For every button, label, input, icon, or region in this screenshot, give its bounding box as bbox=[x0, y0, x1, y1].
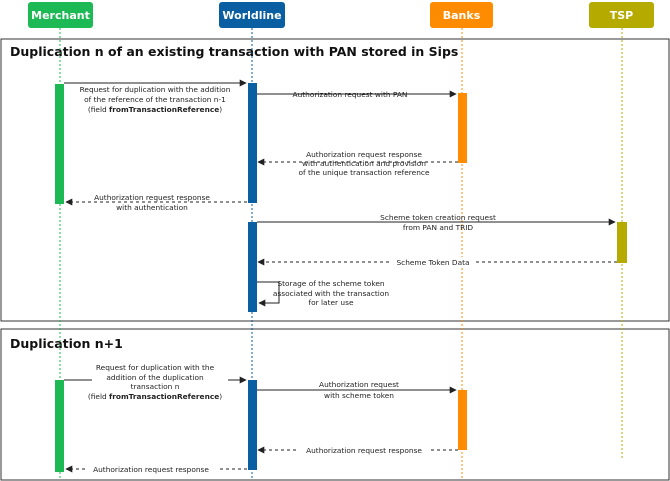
msg-auth-request-pan-label: Authorization request with PAN bbox=[293, 90, 408, 99]
merchant-head: Merchant bbox=[28, 2, 93, 28]
msg-token-data-bg bbox=[392, 257, 474, 267]
worldline-label: Worldline bbox=[222, 9, 281, 22]
msg-auth-request-token-line2: with scheme token bbox=[324, 391, 394, 400]
msg-duplication-n1-line2: addition of the duplication bbox=[106, 373, 204, 382]
tsp-label: TSP bbox=[610, 9, 634, 22]
merchant-activation-1 bbox=[55, 84, 64, 204]
msg-auth-response-n1-label: Authorization request response bbox=[306, 446, 422, 455]
msg-auth-response-line1: Authorization request response bbox=[306, 150, 422, 159]
banks-activation-1 bbox=[458, 93, 467, 163]
msg-duplication-request-line1: Request for duplication with the additio… bbox=[80, 85, 231, 94]
merchant-activation-2 bbox=[55, 380, 64, 472]
msg-auth-response-line3: of the unique transaction reference bbox=[298, 168, 429, 177]
msg-duplication-n1-line3: transaction n bbox=[131, 382, 180, 391]
msg-self-storage-line2: associated with the transaction bbox=[273, 289, 389, 298]
msg-self-storage-arrow bbox=[257, 281, 280, 307]
worldline-activation-3 bbox=[248, 380, 257, 470]
tsp-head: TSP bbox=[589, 2, 654, 28]
msg-merchant-response-line1: Authorization request response bbox=[94, 193, 210, 202]
msg-auth-response-n1-bg bbox=[297, 445, 431, 455]
worldline-activation-1 bbox=[248, 83, 257, 203]
banks-activation-2 bbox=[458, 390, 467, 450]
msg-token-creation-line2: from PAN and TRID bbox=[403, 223, 474, 232]
msg-merchant-response-n1-label: Authorization request response bbox=[93, 465, 209, 474]
banks-label: Banks bbox=[443, 9, 481, 22]
msg-merchant-response-line2: with authentication bbox=[116, 203, 188, 212]
msg-self-storage-line3: for later use bbox=[308, 298, 353, 307]
msg-self-storage-line1: Storage of the scheme token bbox=[277, 279, 384, 288]
frame-first-title: Duplication n of an existing transaction… bbox=[10, 44, 458, 59]
msg-token-data-label: Scheme Token Data bbox=[396, 258, 469, 267]
msg-duplication-request-line3: (field fromTransactionReference) bbox=[88, 105, 222, 114]
tsp-activation-1 bbox=[617, 222, 627, 263]
frame-second-title: Duplication n+1 bbox=[10, 336, 123, 351]
frame-first bbox=[0, 38, 670, 322]
msg-duplication-n1-line4: (field fromTransactionReference) bbox=[88, 392, 222, 401]
merchant-label: Merchant bbox=[31, 9, 90, 22]
msg-duplication-request-line2: of the reference of the transaction n-1 bbox=[84, 95, 226, 104]
msg-duplication-n1-line1: Request for duplication with the bbox=[96, 363, 215, 372]
msg-auth-response-line2: with authentication and provision bbox=[302, 159, 426, 168]
msg-token-creation-line1: Scheme token creation request bbox=[380, 213, 496, 222]
worldline-activation-2 bbox=[248, 222, 257, 312]
msg-duplication-n1-bg bbox=[92, 374, 228, 384]
frame-second bbox=[0, 328, 670, 481]
msg-auth-request-token-line1: Authorization request bbox=[319, 380, 399, 389]
banks-head: Banks bbox=[430, 2, 493, 28]
worldline-head: Worldline bbox=[219, 2, 285, 28]
msg-merchant-response-n1-bg bbox=[85, 464, 217, 474]
